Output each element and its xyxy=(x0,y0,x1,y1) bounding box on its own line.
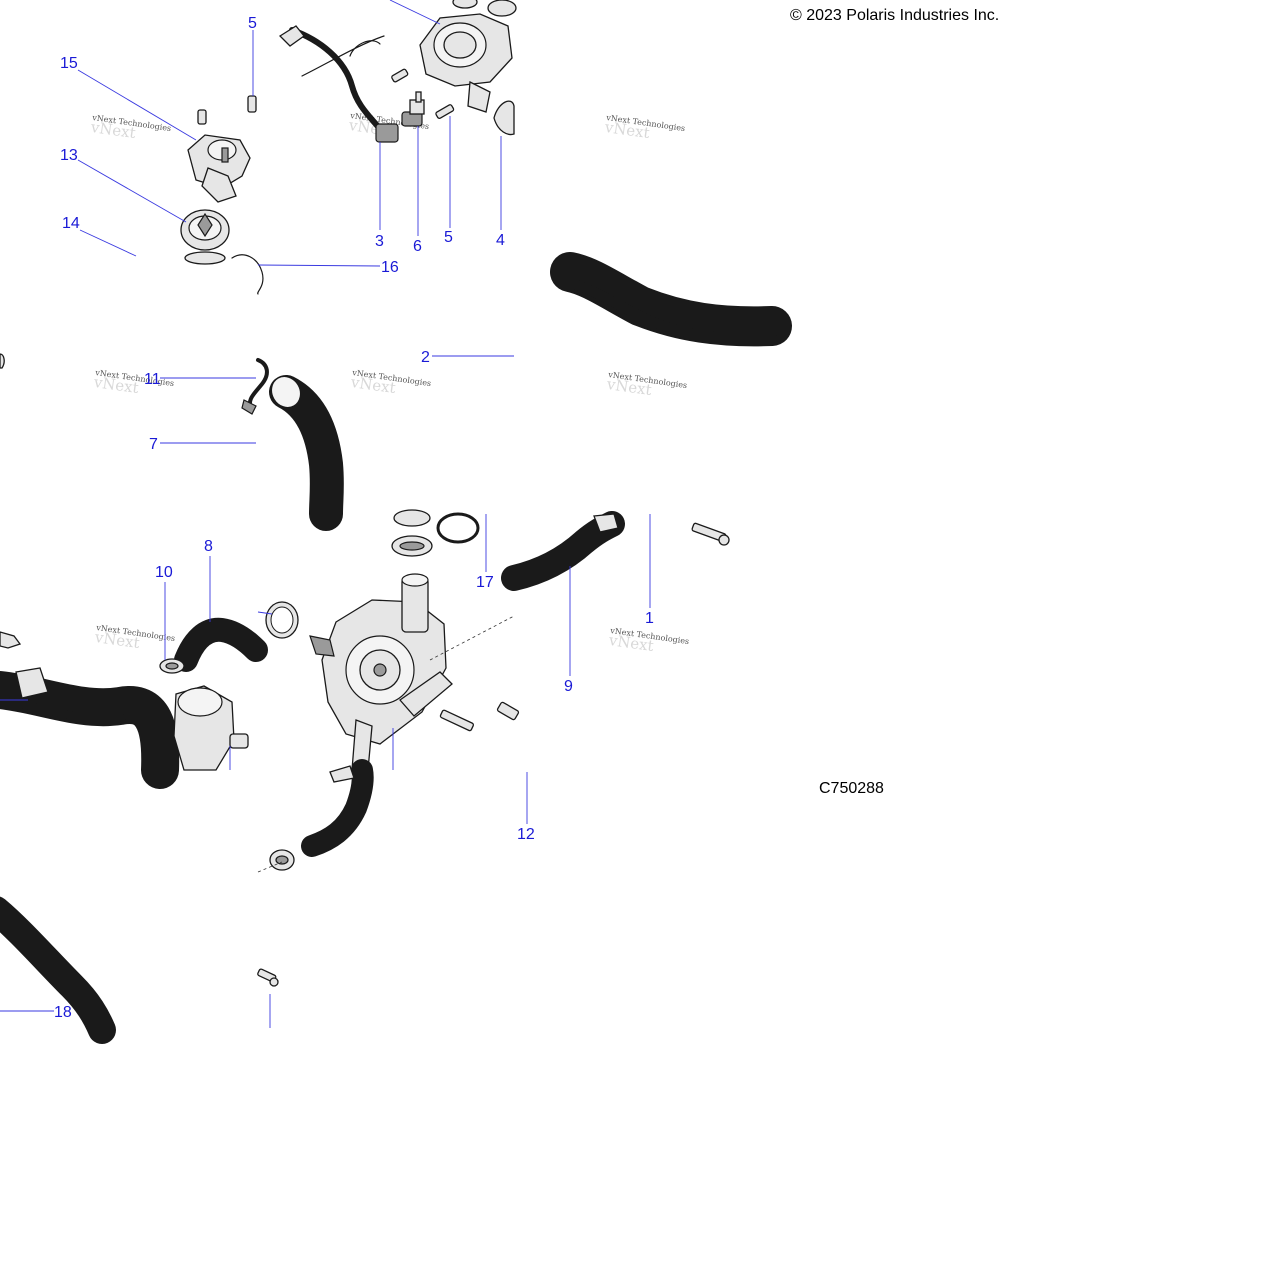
leader-lines xyxy=(0,0,651,1028)
callout-9: 9 xyxy=(564,678,573,695)
clamp-17 xyxy=(436,512,480,544)
clip-left-edge xyxy=(0,631,22,649)
callout-12: 12 xyxy=(517,826,535,843)
hose-clamp-10 xyxy=(159,658,185,674)
callout-13: 13 xyxy=(60,147,78,164)
coolant-hose-12 xyxy=(301,759,374,857)
seal-ring xyxy=(265,601,299,639)
callout-15: 15 xyxy=(60,55,78,72)
bolt-5-upper xyxy=(391,68,455,120)
clip-edge-left xyxy=(0,353,5,369)
callout-2: 2 xyxy=(421,349,430,366)
drawing-id: C750288 xyxy=(819,780,884,797)
lower-hose-bend xyxy=(0,667,180,789)
callout-5: 5 xyxy=(248,15,257,32)
callout-3: 3 xyxy=(375,233,384,250)
pump-bolt xyxy=(439,709,474,732)
callout-6: 6 xyxy=(413,238,422,255)
heater-hose-18 xyxy=(0,896,116,1044)
callout-14: 14 xyxy=(62,215,80,232)
thermostat-cover xyxy=(187,134,251,203)
o-ring-16 xyxy=(231,254,264,295)
callout-4: 4 xyxy=(496,232,505,249)
copyright-notice: © 2023 Polaris Industries Inc. xyxy=(790,7,1000,24)
hose-clamp-top xyxy=(391,509,433,557)
coolant-outlet-housing xyxy=(419,0,517,113)
callout-16: 16 xyxy=(381,259,399,276)
thermostat xyxy=(180,209,230,265)
callout-10: 10 xyxy=(155,564,173,581)
clamp-4 xyxy=(493,100,515,136)
hose-clamp-11 xyxy=(241,358,269,415)
callout-18: 18 xyxy=(54,1004,72,1021)
callout-8: 8 xyxy=(204,538,213,555)
bolt-lower xyxy=(257,968,279,987)
radiator-hose-2 xyxy=(550,252,792,347)
bolt-1 xyxy=(691,522,730,546)
hose-stub xyxy=(496,701,520,721)
callout-5-lower: 5 xyxy=(444,229,453,246)
callouts: 5 15 13 14 3 6 5 4 16 2 11 7 8 10 17 1 9… xyxy=(54,15,654,1021)
temperature-sensor-6 xyxy=(401,91,425,127)
callout-11: 11 xyxy=(144,371,161,388)
wire-harness-3 xyxy=(278,25,399,143)
water-pump xyxy=(309,573,453,771)
coolant-hose-8 xyxy=(174,617,268,672)
hose-clamp-lower xyxy=(269,849,295,871)
bypass-hose-9 xyxy=(501,511,625,591)
coolant-hose-7 xyxy=(269,375,344,531)
outlet-elbow xyxy=(173,685,249,771)
hose-centerline xyxy=(257,861,283,873)
bolt-15 xyxy=(197,95,257,125)
callout-1: 1 xyxy=(645,610,654,627)
callout-17: 17 xyxy=(476,574,494,591)
callout-7: 7 xyxy=(149,436,158,453)
pump-centerline xyxy=(429,615,515,661)
